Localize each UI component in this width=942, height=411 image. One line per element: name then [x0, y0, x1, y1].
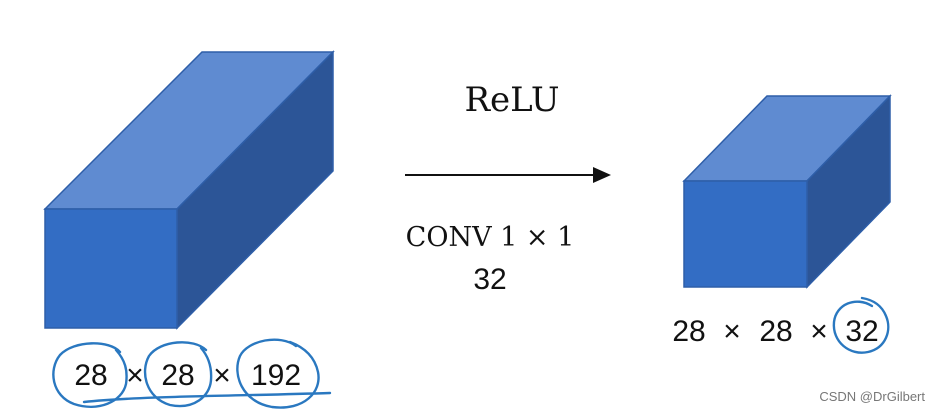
annotation-circle-dim-2: [143, 341, 213, 408]
input-dim-sep-2: ×: [213, 359, 231, 392]
output-dim-2: 28: [759, 315, 792, 348]
output-dim-3: 32: [845, 315, 878, 348]
input-volume-front-face: [44, 208, 178, 329]
input-dim-annotations: [52, 338, 332, 409]
annotation-circle-output-dim: [832, 296, 890, 354]
annotation-circle-dim-3: [236, 338, 320, 409]
relu-label: ReLU: [464, 80, 559, 120]
arrow-head-icon: [593, 167, 611, 183]
filter-count-label: 32: [473, 263, 506, 296]
input-dim-3: 192: [251, 359, 301, 392]
output-dim-sep-2: ×: [810, 315, 828, 348]
input-dim-1: 28: [74, 359, 107, 392]
output-volume-cuboid: [682, 94, 892, 289]
transform-arrow: [405, 167, 611, 183]
output-dim-1: 28: [672, 315, 705, 348]
output-volume-front-face: [683, 180, 808, 288]
annotation-underline: [82, 391, 332, 404]
input-dim-sep-1: ×: [126, 359, 144, 392]
input-dim-2: 28: [161, 359, 194, 392]
conv-label: CONV 1 × 1: [406, 222, 575, 253]
input-dimensions: 28 × 28 × 192: [74, 359, 301, 392]
annotation-circle-dim-1: [52, 342, 128, 408]
input-volume-cuboid: [43, 50, 335, 330]
output-dimensions: 28 × 28 × 32: [672, 315, 878, 348]
watermark-text: CSDN @DrGilbert: [819, 389, 925, 404]
output-dim-sep-1: ×: [723, 315, 741, 348]
